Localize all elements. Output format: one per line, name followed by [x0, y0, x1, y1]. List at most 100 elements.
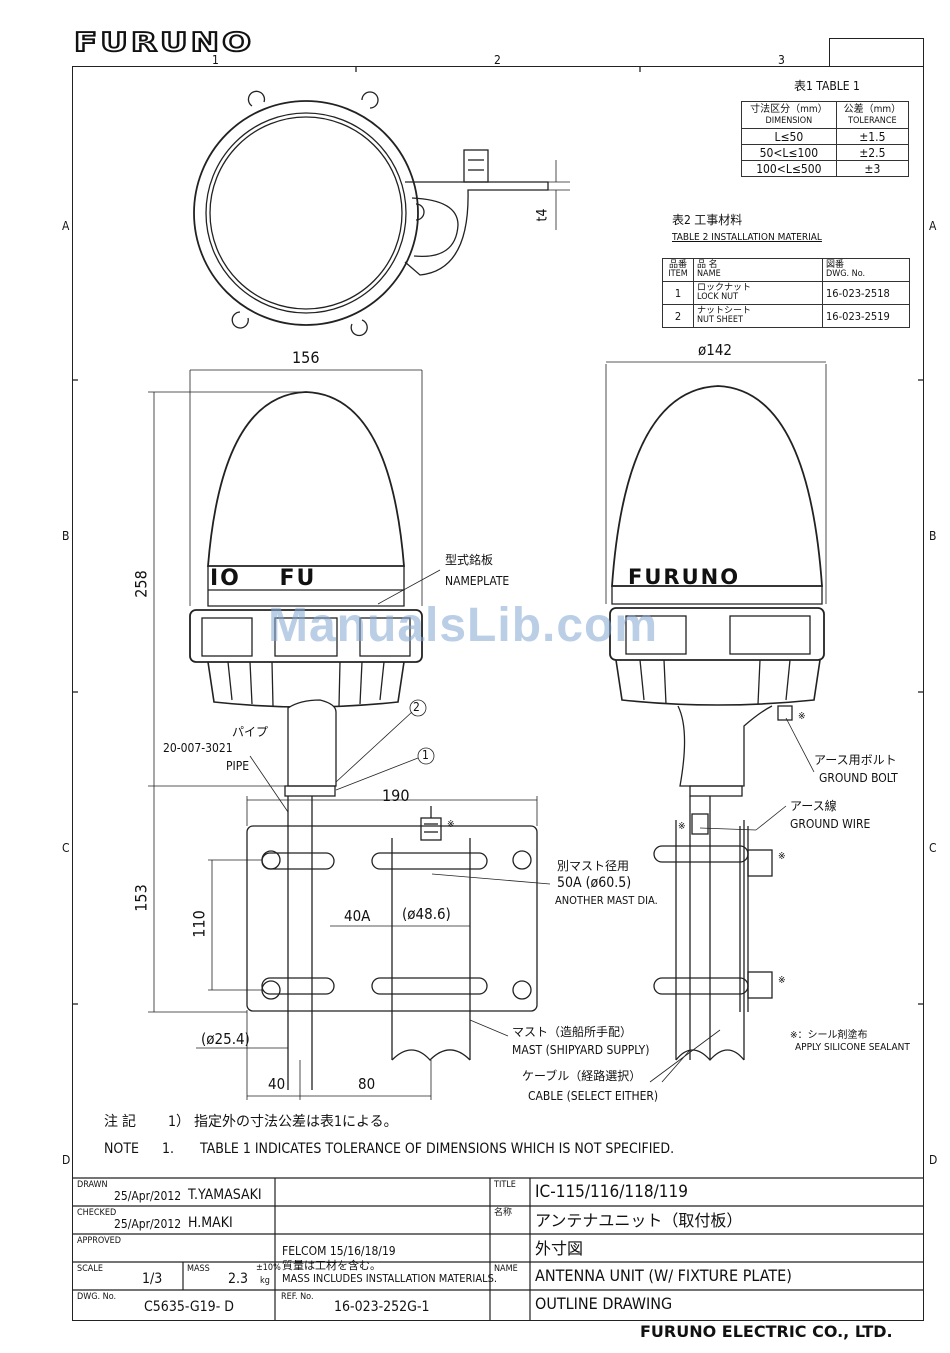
- note-en-head: NOTE: [104, 1141, 139, 1157]
- pipe-number: 20-007-3021: [163, 741, 233, 755]
- dome-label-right: FURUNO: [628, 565, 740, 589]
- table1-dim: 50<L≤100: [741, 144, 837, 161]
- mast2-label-ja: マスト（造船所手配）: [512, 1025, 633, 1039]
- zone-d: D: [62, 1153, 71, 1167]
- scale-value: 1/3: [142, 1271, 163, 1287]
- sealant-mark: ※: [447, 819, 455, 830]
- table2-title-en: TABLE 2 INSTALLATION MATERIAL: [672, 232, 822, 243]
- drawing-frame: [72, 66, 924, 1321]
- table2-title-ja: 表2 工事材料: [672, 213, 743, 227]
- table1-tol: ±1.5: [835, 128, 910, 145]
- mass-note-ja: 質量は工材を含む。: [282, 1259, 381, 1272]
- dome-label-left: IO FU: [210, 566, 316, 591]
- table1-tol: ±3: [835, 160, 910, 177]
- zone-c-right: C: [929, 841, 937, 855]
- zone-1: 1: [212, 53, 219, 67]
- nameplate-label-ja: 型式銘板: [445, 553, 494, 567]
- table1-tol: ±2.5: [835, 144, 910, 161]
- dim-153: 153: [131, 884, 151, 912]
- mass-unit: kg: [260, 1276, 270, 1286]
- table-row: L≤50±1.5: [741, 128, 910, 145]
- ref-number: 16-023-252G-1: [334, 1299, 430, 1315]
- zone-2: 2: [494, 53, 501, 67]
- note-en-text: TABLE 1 INDICATES TOLERANCE OF DIMENSION…: [200, 1141, 675, 1157]
- note-en-num: 1.: [162, 1141, 175, 1157]
- top-view: [193, 90, 570, 337]
- zone-a: A: [62, 219, 70, 233]
- pipe-label-en: PIPE: [226, 759, 250, 773]
- table1-col1-ja: 寸法区分（mm）: [750, 103, 828, 115]
- zone-b: B: [62, 529, 70, 543]
- cable-label-en: CABLE (SELECT EITHER): [528, 1089, 659, 1103]
- furuno-logo: FURUNO: [73, 27, 254, 58]
- note-ja-head: 注 記: [104, 1114, 136, 1130]
- front-view: [148, 369, 551, 1100]
- table2-name-ja: ロックナット: [697, 283, 752, 293]
- table1-col2-ja: 公差（mm）: [843, 103, 902, 115]
- mass-label: MASS: [187, 1264, 210, 1274]
- name-en: ANTENNA UNIT (W/ FIXTURE PLATE): [535, 1266, 792, 1285]
- dim-254: (ø25.4): [201, 1030, 250, 1048]
- drawn-date: 25/Apr/2012: [114, 1189, 182, 1203]
- table1-col2-en: TOLERANCE: [848, 115, 897, 126]
- watermark: ManualsLib.com: [268, 599, 659, 652]
- mass-value: 2.3: [228, 1271, 249, 1287]
- checked-label: CHECKED: [77, 1208, 117, 1218]
- zone-c: C: [62, 841, 70, 855]
- name-label: NAME: [494, 1264, 518, 1274]
- side-view: [605, 361, 827, 1083]
- table-row: 100<L≤500±3: [741, 160, 910, 177]
- zone-3: 3: [778, 53, 785, 67]
- ground-wire-ja: アース線: [790, 799, 837, 813]
- dwg-number: C5635-G19- D: [144, 1299, 234, 1315]
- checked-by: H.MAKI: [188, 1215, 233, 1231]
- table2-col-name-ja: 品 名: [697, 260, 718, 270]
- ref-callout-1: 1: [422, 748, 429, 762]
- ground-wire-en: GROUND WIRE: [790, 817, 871, 831]
- ref-callout-2: 2: [413, 700, 420, 714]
- dim-40a: 40A: [344, 907, 371, 925]
- dim-40: 40: [268, 1075, 286, 1093]
- table2-col-item-en: ITEM: [668, 269, 688, 279]
- table2-col-item-ja: 品番: [668, 260, 687, 270]
- sealant-mark: ※: [778, 975, 786, 986]
- dim-258: 258: [131, 570, 151, 598]
- table2-name-en: NUT SHEET: [697, 315, 743, 325]
- ground-bolt-en: GROUND BOLT: [819, 771, 898, 785]
- name-en-2: OUTLINE DRAWING: [535, 1294, 673, 1313]
- sheet-corner-box: [829, 38, 924, 66]
- approved-label: APPROVED: [77, 1236, 122, 1246]
- table2-item: 2: [662, 304, 694, 328]
- drawn-by: T.YAMASAKI: [188, 1187, 262, 1203]
- dim-t4: t4: [534, 208, 551, 222]
- table1-dim: L≤50: [741, 128, 837, 145]
- dwg-label: DWG. No.: [77, 1292, 117, 1302]
- nameplate-label-en: NAMEPLATE: [445, 574, 510, 588]
- sealant-mark: ※: [678, 821, 686, 832]
- table2-dwg: 16-023-2519: [822, 304, 910, 328]
- table1-col1-en: DIMENSION: [765, 115, 813, 126]
- mast-dia: 50A (ø60.5): [557, 875, 632, 891]
- dim-486: (ø48.6): [402, 905, 451, 923]
- dim-142: ø142: [698, 341, 733, 359]
- drawn-label: DRAWN: [77, 1180, 108, 1190]
- pipe-label-ja: パイプ: [232, 725, 269, 739]
- title-label: TITLE: [494, 1180, 516, 1190]
- table2-item: 1: [662, 281, 694, 305]
- mass-tolerance: ±10%: [256, 1263, 281, 1273]
- note-ja-text: 1） 指定外の寸法公差は表1による。: [168, 1114, 398, 1130]
- zone-b-right: B: [929, 529, 937, 543]
- title-block-lines: [72, 1177, 924, 1321]
- name-ja-label: 名称: [494, 1208, 513, 1218]
- table1-title: 表1 TABLE 1: [794, 79, 860, 93]
- checked-date: 25/Apr/2012: [114, 1217, 182, 1231]
- dim-156: 156: [292, 348, 320, 367]
- scale-label: SCALE: [77, 1264, 103, 1274]
- mast-label-en: ANOTHER MAST DIA.: [555, 894, 658, 907]
- table-row: 50<L≤100±2.5: [741, 144, 910, 161]
- drawing-title: IC-115/116/118/119: [535, 1182, 688, 1202]
